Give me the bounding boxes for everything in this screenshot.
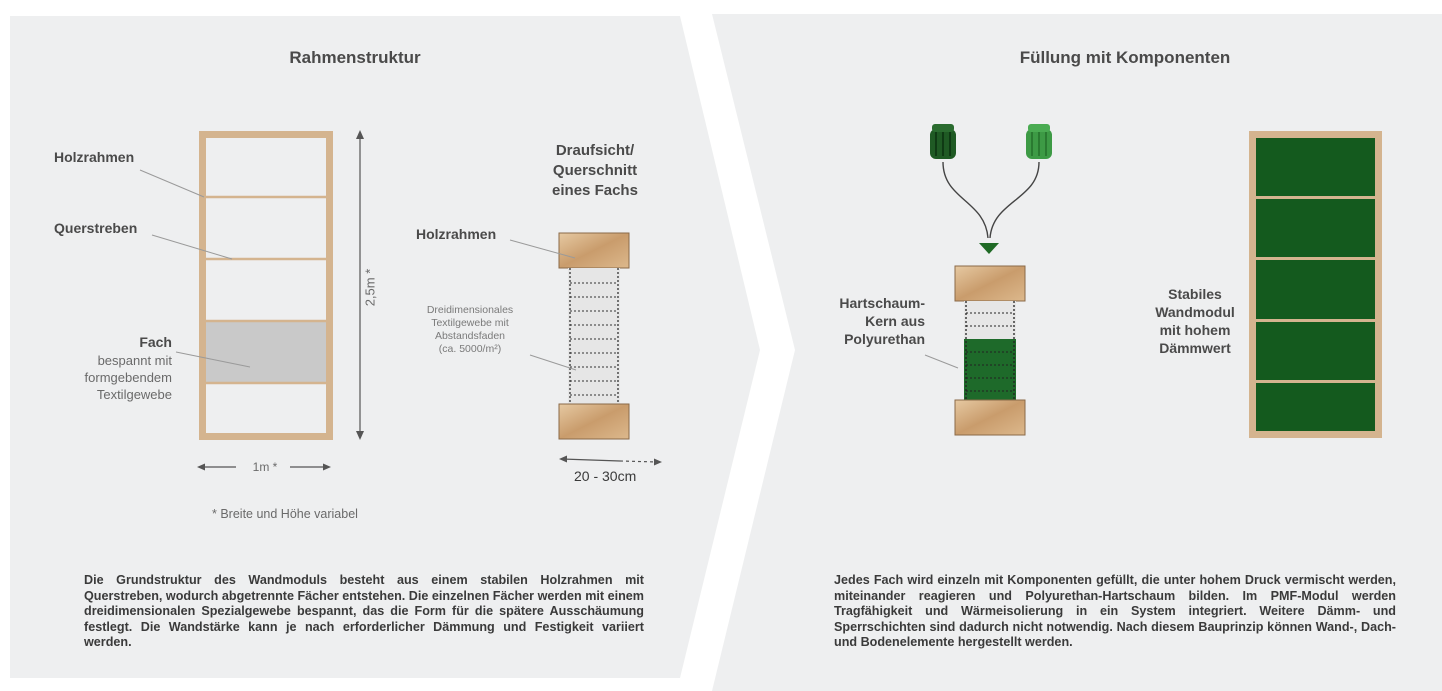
arrow-down-icon bbox=[356, 431, 364, 440]
section-wood-bottom bbox=[558, 403, 630, 440]
finished-module-cell bbox=[1256, 383, 1375, 431]
depth-dimension-line bbox=[561, 458, 621, 462]
filled-textile-empty bbox=[964, 301, 1016, 339]
finished-module-cell bbox=[1256, 199, 1375, 257]
wooden-frame bbox=[199, 131, 333, 440]
feed-tube-left bbox=[942, 161, 989, 239]
width-label: 1m * bbox=[252, 460, 278, 474]
finished-module-cell bbox=[1256, 138, 1375, 196]
arrow-left-icon bbox=[559, 455, 567, 463]
label-foam: Hartschaum- Kern aus Polyurethan bbox=[839, 295, 925, 347]
section-label-holzrahmen: Holzrahmen bbox=[416, 226, 497, 242]
label-result: Stabiles Wandmodul mit hohem Dämmwert bbox=[1155, 286, 1235, 356]
fach-textile bbox=[206, 321, 326, 383]
depth-label: 20 - 30cm bbox=[574, 468, 637, 484]
arrow-right-icon bbox=[323, 463, 331, 471]
right-panel-title: Füllung mit Komponenten bbox=[1019, 48, 1231, 67]
section-wood-top bbox=[558, 232, 630, 269]
arrow-up-icon bbox=[356, 130, 364, 139]
section-label-textile: Dreidimensionales Textilgewebe mit Absta… bbox=[426, 304, 514, 355]
leader-querstreben bbox=[151, 234, 233, 260]
left-panel-shape bbox=[10, 16, 760, 678]
feed-tube-right bbox=[989, 161, 1040, 239]
section-textile bbox=[568, 268, 620, 404]
depth-dimension-dashed bbox=[619, 460, 659, 463]
finished-module-cell bbox=[1256, 322, 1375, 380]
arrow-right-icon bbox=[654, 458, 662, 466]
filled-foam-core bbox=[964, 339, 1016, 400]
filled-wood-top bbox=[954, 265, 1026, 302]
finished-module-cell bbox=[1256, 260, 1375, 319]
leader-section-textile bbox=[529, 354, 577, 371]
leader-section-holzrahmen bbox=[509, 239, 576, 259]
label-holzrahmen: Holzrahmen bbox=[54, 149, 135, 165]
height-label: 2,5m * bbox=[362, 268, 378, 307]
section-title: Draufsicht/ Querschnitt eines Fachs bbox=[552, 142, 638, 199]
nozzle-icon bbox=[979, 243, 999, 254]
leader-holzrahmen bbox=[139, 169, 205, 198]
filled-wood-bottom bbox=[954, 399, 1026, 436]
footnote: * Breite und Höhe variabel bbox=[212, 507, 358, 521]
left-description: Die Grundstruktur des Wandmoduls besteht… bbox=[84, 573, 644, 649]
right-description: Jedes Fach wird einzeln mit Komponenten … bbox=[834, 573, 1396, 649]
label-fach: Fach bbox=[139, 334, 172, 350]
leader-foam bbox=[924, 354, 959, 369]
label-querstreben: Querstreben bbox=[54, 220, 138, 236]
leader-fach bbox=[175, 351, 251, 368]
arrow-left-icon bbox=[197, 463, 205, 471]
left-panel-title: Rahmenstruktur bbox=[289, 48, 421, 67]
label-fach-desc: bespannt mit formgebendem Textilgewebe bbox=[84, 353, 172, 402]
canister-dark-green-icon bbox=[930, 124, 956, 159]
canister-light-green-icon bbox=[1026, 124, 1052, 159]
